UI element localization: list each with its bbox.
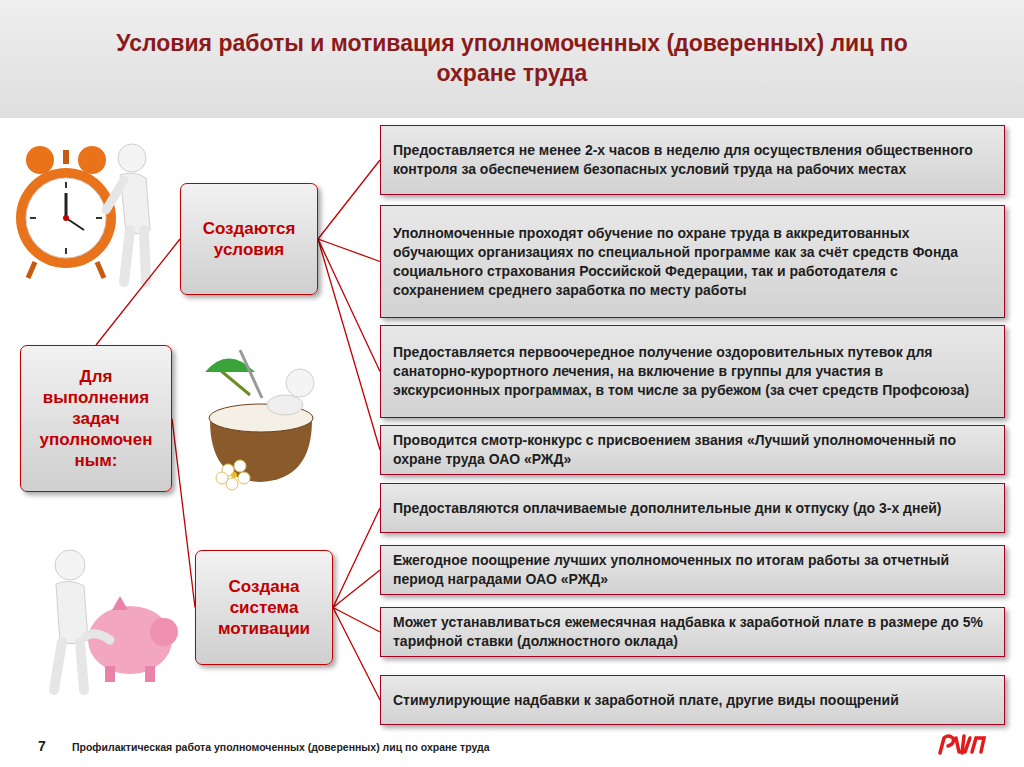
box-text: Создана система мотивации [204, 576, 324, 639]
group-box: Создана система мотивации [195, 550, 333, 665]
box-text: Может устанавливаться ежемесячная надбав… [393, 613, 992, 651]
item-box: Предоставляется первоочередное получение… [380, 325, 1005, 418]
item-box: Проводится смотр-конкурс с присвоением з… [380, 425, 1005, 475]
slide-title: Условия работы и мотивация уполномоченны… [112, 28, 912, 88]
connector-line [318, 239, 380, 372]
item-box: Уполномоченные проходят обучение по охра… [380, 205, 1005, 318]
group-box: Создаются условия [180, 183, 318, 295]
item-box: Стимулирующие надбавки к заработной плат… [380, 675, 1005, 725]
connector-line [333, 608, 380, 701]
box-text: Для выполнения задач уполномочен ным: [29, 366, 163, 471]
piggy-bank-illustration [54, 550, 178, 690]
item-box: Предоставляются оплачиваемые дополнитель… [380, 483, 1005, 533]
box-text: Предоставляется не менее 2-х часов в нед… [393, 141, 992, 179]
footer-text: Профилактическая работа уполномоченных (… [72, 741, 490, 753]
connector-line [96, 239, 180, 345]
box-text: Стимулирующие надбавки к заработной плат… [393, 691, 899, 710]
item-box: Может устанавливаться ежемесячная надбав… [380, 607, 1005, 657]
box-text: Проводится смотр-конкурс с присвоением з… [393, 431, 992, 469]
box-text: Уполномоченные проходят обучение по охра… [393, 224, 992, 300]
coconut-illustration [205, 350, 314, 490]
box-text: Предоставляется первоочередное получение… [393, 343, 992, 400]
page-number: 7 [38, 738, 46, 754]
box-text: Создаются условия [189, 218, 309, 260]
clock-illustration [16, 144, 150, 282]
connector-line [318, 160, 380, 239]
connector-line [318, 239, 380, 450]
connector-line [333, 608, 380, 633]
item-box: Предоставляется не менее 2-х часов в нед… [380, 125, 1005, 195]
connector-line [333, 570, 380, 608]
connector-line [172, 419, 195, 608]
box-text: Предоставляются оплачиваемые дополнитель… [393, 499, 942, 518]
connector-line [333, 508, 380, 608]
item-box: Ежегодное поощрение лучших уполномоченны… [380, 545, 1005, 595]
box-text: Ежегодное поощрение лучших уполномоченны… [393, 551, 992, 589]
title-band [0, 0, 1024, 118]
root-box: Для выполнения задач уполномочен ным: [20, 345, 172, 492]
company-logo [940, 736, 984, 753]
